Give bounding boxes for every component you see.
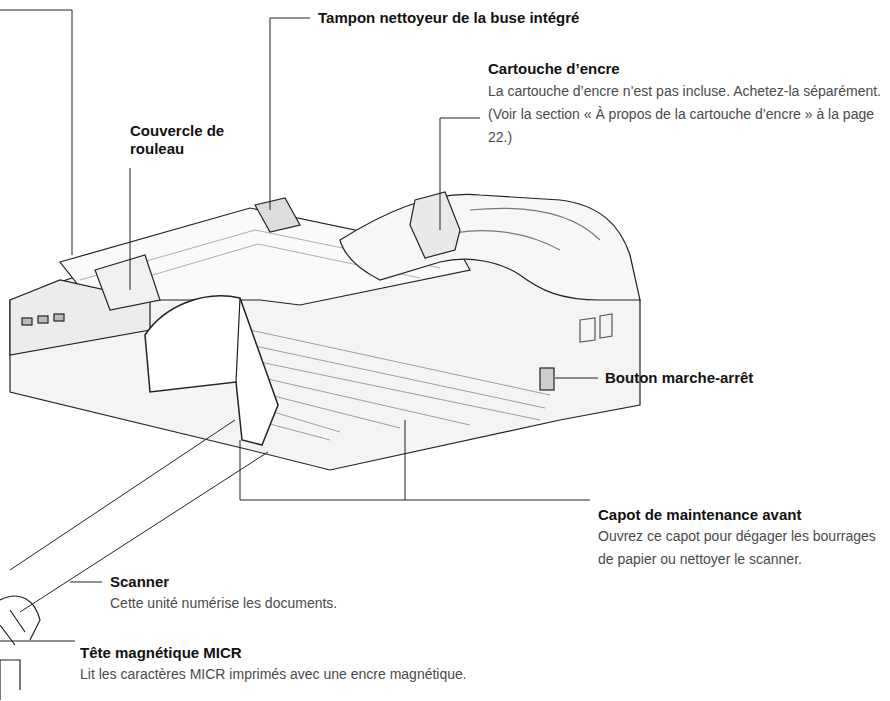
part-label: Tête magnétique MICR — [80, 644, 380, 662]
leader-line — [270, 18, 310, 210]
leader-line — [0, 10, 72, 255]
leader-line — [130, 168, 131, 290]
part-label: Cartouche d’encre — [488, 60, 788, 78]
part-label: Scanner — [110, 573, 310, 591]
leader-line — [70, 582, 102, 583]
part-label: Couvercle de rouleau — [130, 122, 235, 158]
part-label: Capot de maintenance avant — [598, 506, 888, 524]
inset — [0, 596, 40, 700]
part-description: Lit les caractères MICR imprimés avec un… — [80, 663, 580, 686]
side-vent — [580, 314, 612, 342]
part-description: Ouvrez ce capot pour dégager les bourrag… — [598, 525, 890, 571]
inset-detail — [0, 596, 40, 645]
nozzle-pad — [255, 198, 300, 232]
part-label: Bouton marche-arrêt — [605, 369, 855, 387]
device-outline — [10, 192, 640, 470]
part-description: La cartouche d’encre n’est pas incluse. … — [488, 80, 888, 149]
front-cover — [145, 296, 278, 445]
panel-button — [38, 316, 48, 323]
inset-frame — [0, 660, 20, 700]
body-stripes — [250, 330, 550, 440]
output-tray — [340, 194, 640, 300]
leader-line — [555, 378, 598, 379]
leader-line — [240, 420, 590, 500]
power-button — [540, 368, 554, 390]
leader-lines — [0, 10, 598, 641]
part-description: Cette unité numérise les documents. — [110, 592, 510, 615]
panel-button — [22, 318, 32, 325]
front-cover-edge — [236, 298, 240, 382]
roller-cover — [95, 255, 160, 310]
part-label: Tampon nettoyeur de la buse intégré — [318, 9, 618, 27]
panel-button — [54, 314, 64, 321]
leader-line — [440, 118, 480, 230]
ink-cartridge — [410, 192, 460, 258]
